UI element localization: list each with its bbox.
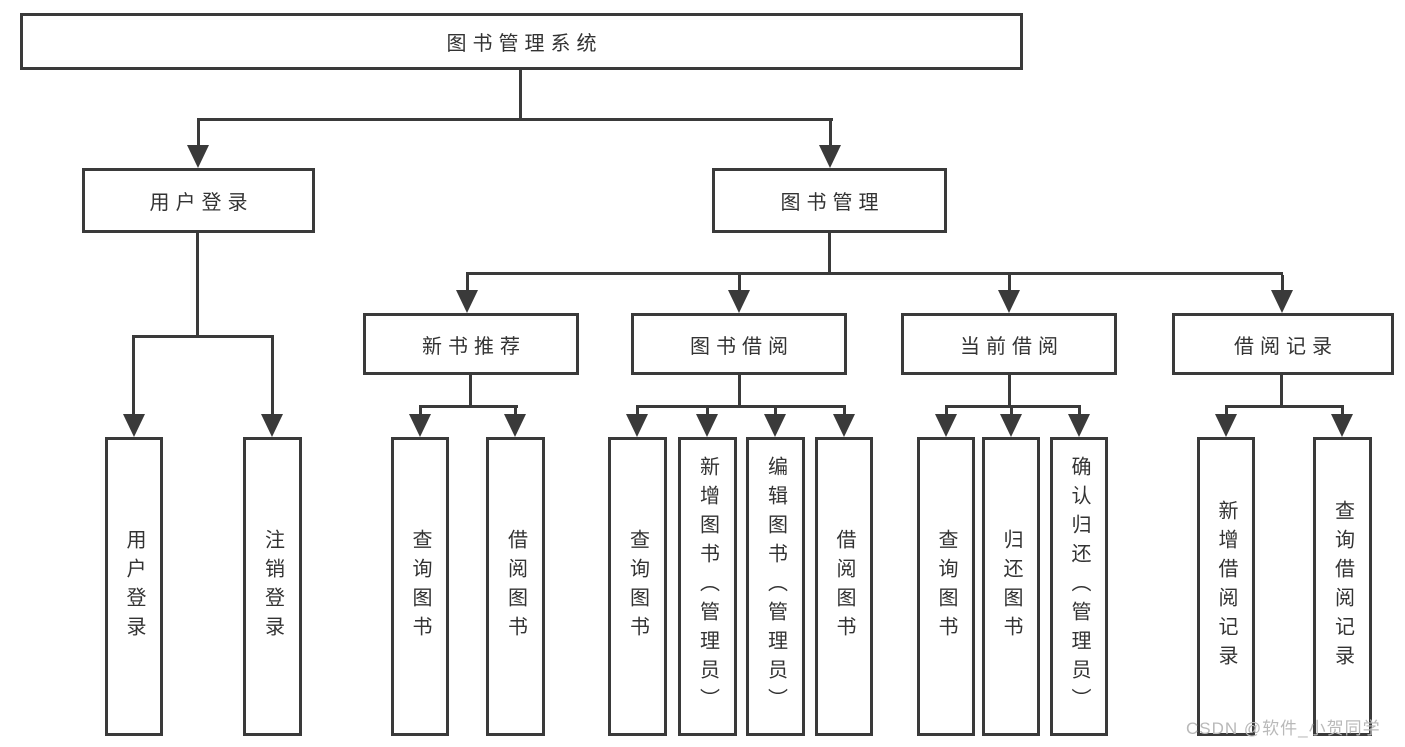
connector-line — [774, 408, 777, 416]
connector-line — [1225, 408, 1228, 416]
arrow-down-icon — [626, 414, 648, 437]
arrow-down-icon — [728, 290, 750, 313]
node-user-login-leaf: 用户登录 — [105, 437, 163, 736]
connector-line — [738, 375, 741, 408]
arrow-down-icon — [696, 414, 718, 437]
arrow-down-icon — [409, 414, 431, 437]
node-query-books-borrow: 查询图书 — [608, 437, 667, 736]
node-borrow-books-leaf: 借阅图书 — [815, 437, 873, 736]
node-edit-books-admin: 编辑图书（管理员） — [746, 437, 805, 736]
arrow-down-icon — [819, 145, 841, 168]
arrow-down-icon — [1000, 414, 1022, 437]
connector-line — [945, 405, 1081, 408]
connector-line — [419, 405, 518, 408]
arrow-down-icon — [1331, 414, 1353, 437]
connector-line — [196, 233, 199, 338]
arrow-down-icon — [833, 414, 855, 437]
node-book-management: 图书管理 — [712, 168, 947, 233]
connector-line — [636, 408, 639, 416]
node-query-books-recommend: 查询图书 — [391, 437, 449, 736]
connector-line — [829, 121, 832, 147]
connector-line — [1280, 375, 1283, 408]
connector-line — [1010, 408, 1013, 416]
connector-line — [132, 335, 274, 338]
node-borrow-books-recommend: 借阅图书 — [486, 437, 545, 736]
node-new-book-recommend: 新书推荐 — [363, 313, 579, 375]
connector-line — [197, 118, 833, 121]
node-user-login: 用户登录 — [82, 168, 315, 233]
node-query-borrow-record: 查询借阅记录 — [1313, 437, 1372, 736]
node-borrow-records: 借阅记录 — [1172, 313, 1394, 375]
arrow-down-icon — [504, 414, 526, 437]
connector-line — [469, 375, 472, 408]
node-book-borrow: 图书借阅 — [631, 313, 847, 375]
connector-line — [1008, 375, 1011, 408]
csdn-watermark: CSDN @软件_小贺同学 — [1186, 719, 1381, 738]
connector-line — [271, 338, 274, 416]
connector-line — [828, 233, 831, 275]
connector-line — [514, 408, 517, 416]
connector-line — [1078, 408, 1081, 416]
connector-line — [1225, 405, 1344, 408]
arrow-down-icon — [261, 414, 283, 437]
arrow-down-icon — [764, 414, 786, 437]
connector-line — [1008, 275, 1011, 292]
connector-line — [1341, 408, 1344, 416]
connector-line — [132, 338, 135, 416]
connector-line — [843, 408, 846, 416]
connector-line — [1281, 275, 1284, 292]
connector-line — [466, 275, 469, 292]
connector-line — [945, 408, 948, 416]
arrow-down-icon — [1068, 414, 1090, 437]
connector-line — [197, 121, 200, 147]
node-current-borrow: 当前借阅 — [901, 313, 1117, 375]
arrow-down-icon — [187, 145, 209, 168]
node-confirm-return-admin: 确认归还（管理员） — [1050, 437, 1108, 736]
connector-line — [419, 408, 422, 416]
node-book-management-system: 图书管理系统 — [20, 13, 1023, 70]
arrow-down-icon — [123, 414, 145, 437]
connector-line — [466, 272, 1283, 275]
arrow-down-icon — [935, 414, 957, 437]
arrow-down-icon — [1215, 414, 1237, 437]
node-add-borrow-record: 新增借阅记录 — [1197, 437, 1255, 736]
connector-line — [636, 405, 846, 408]
connector-line — [519, 70, 522, 121]
connector-line — [706, 408, 709, 416]
node-return-books: 归还图书 — [982, 437, 1040, 736]
connector-line — [738, 275, 741, 292]
node-add-books-admin: 新增图书（管理员） — [678, 437, 737, 736]
arrow-down-icon — [998, 290, 1020, 313]
arrow-down-icon — [1271, 290, 1293, 313]
node-logout: 注销登录 — [243, 437, 302, 736]
arrow-down-icon — [456, 290, 478, 313]
node-query-books-current: 查询图书 — [917, 437, 975, 736]
